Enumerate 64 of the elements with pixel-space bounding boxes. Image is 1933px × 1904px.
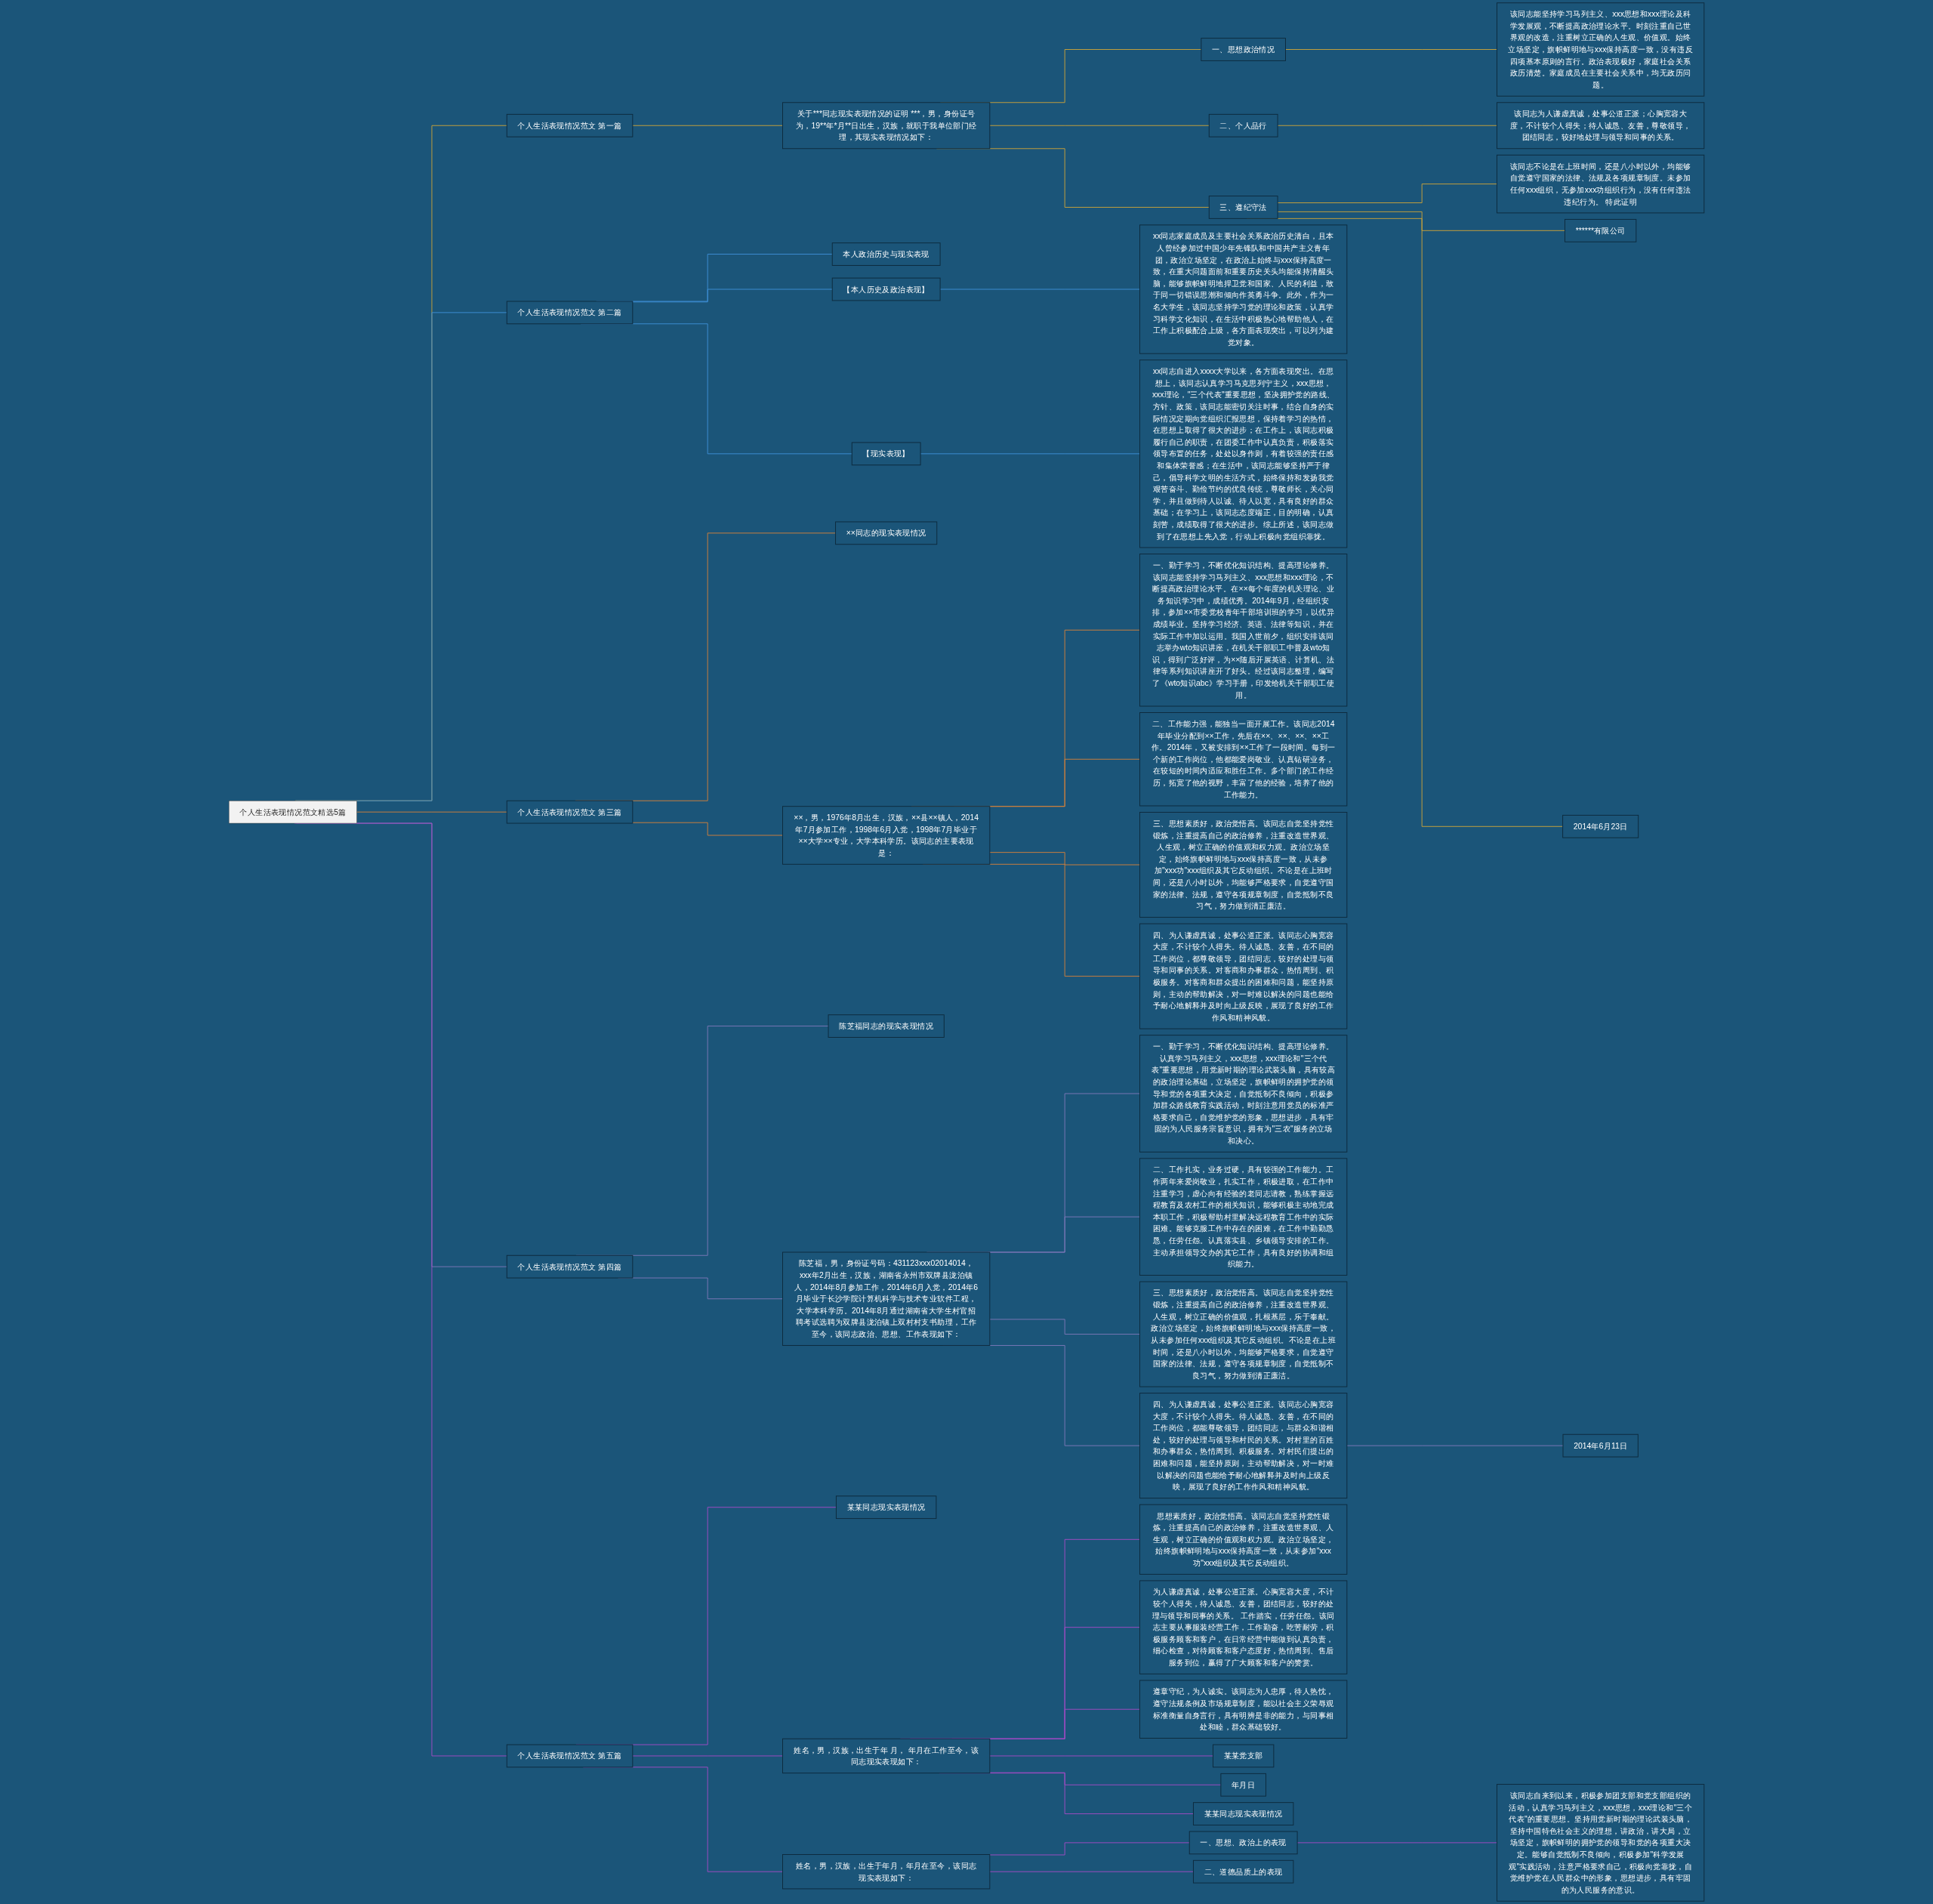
node-box: 二、个人品行 — [1208, 113, 1278, 137]
connector — [1285, 49, 1497, 50]
node-box: 陈芝福同志的现实表现情况 — [828, 1014, 945, 1038]
node-box: 2014年6月11日 — [1562, 1433, 1639, 1458]
connector — [1346, 1445, 1564, 1446]
node-box: 本人政治历史与现实表现 — [831, 242, 941, 266]
connector — [632, 822, 783, 836]
node-box: 三、思想素质好，政治觉悟高。该同志自觉坚持党性锻炼，注重提高自己的政治修养，注重改造世界观、人生观，树立正确的价值观和权力观。政治立场坚定，始终旗帜鲜明地与xxx保持高度一致，从未参加"xxx功"xxx组织及其它反动组织。不论是在上班时间，还是八小时以外，均能够严格要求，自觉遵守国家的法律、法规，遵守各项规章制度，自觉抵制不良习气，努力做到清正廉洁。 — [1139, 812, 1348, 918]
connector — [1296, 1842, 1497, 1844]
node-box: 为人谦虚真诚，处事公道正派。心胸宽容大度，不计较个人得失，待人诚恳、友善，团结同志，较好的处理与领导和同事的关系。 工作踏实，任劳任怨。该同志主要从事服装经营工作，工作勤奋，吃苦耐劳，积极服务顾客和客户，在日常经营中能做到认真负责，细心检查，对待顾客和客户态度好，热情周到、售后服务到位，赢得了广大顾客和客户的赞赏。 — [1139, 1580, 1348, 1674]
node-box: 个人生活表现情况范文 第四篇 — [506, 1254, 634, 1279]
node-box: ******有限公司 — [1565, 218, 1637, 242]
connector — [989, 1871, 1194, 1872]
node-box: 四、为人谦虚真诚，处事公道正派。该同志心胸宽容大度，不计较个人得失。待人诚恳、友善，在不同的工作岗位，都能尊敬领导，团结同志，与群众和谐相处，较好的处理与领导和村民的关系。对村里的百姓和办事群众，热情周到、积极服务。对村民们提出的困难和问题，能坚持原则，主动帮助解决，对一时难以解决的问题也能给予耐心地解释并及时向上级反映，展现了良好的工作作风和精神风貌。 — [1139, 1393, 1348, 1499]
node-box: 某某同志现实表现情况 — [1192, 1802, 1294, 1825]
connector — [920, 453, 1140, 455]
node-box: 思想素质好，政治觉悟高。该同志自觉坚持党性锻炼，注重提高自己的政治修养，注重改造世界观、人生观，树立正确的价值观和权力观。政治立场坚定，始终旗帜鲜明地与xxx保持高度一致，从未参加"xxx功"xxx组织及其它反动组织。 — [1139, 1504, 1348, 1575]
node-box: 姓名，男，汉族，出生于年 月， 年月在工作至今，该同志现实表现如下： — [782, 1738, 991, 1774]
connector — [632, 125, 783, 126]
connector — [1277, 125, 1497, 126]
node-box: 【本人历史及政治表现】 — [831, 277, 941, 301]
connector — [1277, 211, 1565, 231]
node-box: 个人生活表现情况范文精选5篇 — [228, 801, 357, 824]
node-box: 三、思想素质好，政治觉悟高。该同志自觉坚持党性锻炼，注重提高自己的政治修养，注重改造世界观、人生观，树立正确的价值观，扎根基层，乐于奉献。政治立场坚定，始终旗帜鲜明地与xxx保持高度一致，从未参加任何xxx组织及其它反动组织。不论是在上班时间，还是八小时以外，均能够严格要求，自觉遵守国家的法律、法规，遵守各项规章制度，自觉抵制不良习气，努力做到清正廉洁。 — [1139, 1281, 1348, 1387]
connector — [356, 811, 507, 813]
node-box: 该同志能坚持学习马列主义、xxx思想和xxx理论及科学发展观，不断提高政治理论水平。时刻注重自己世界观的改造，注重树立正确的人生观、价值观。始终立场坚定，旗帜鲜明地与xxx保持高度一致，没有违反四项基本原则的言行。政治表现极好，家庭社会关系政历清楚。家庭成员在主要社会关系中，均无政历问题。 — [1497, 2, 1705, 97]
node-box: 个人生活表现情况范文 第五篇 — [506, 1744, 634, 1768]
node-box: 二、工作扎实，业务过硬，具有较强的工作能力。工作两年来爱岗敬业，扎实工作，积极进取，在工作中注重学习，虚心向有经验的老同志请教，熟练掌握远程教育及农村工作的相关知识，能够积极主动地完成本职工作，积极帮助村里解决远程教育工作中的实际困难。能够克服工作中存在的困难，在工作中勤勤恳恳，任劳任怨。认真落实县、乡镇领导安排的工作。主动承担领导交办的其它工作，具有良好的协调和组织能力。 — [1139, 1158, 1348, 1276]
node-box: xx同志自进入xxxx大学以来，各方面表现突出。在思想上，该同志认真学习马克思列宁主义，xxx思想，xxx理论，"三个代表"重要思想，坚决拥护党的路线、方针、政策，该同志能密切关注时事，结合自身的实际情况定期向党组织汇报思想，保持着学习的热情，在思想上取得了很大的进步；在工作上，该同志积极履行自己的职责，在团委工作中认真负责，积极落实领导布置的任务，处处以身作则，有着较强的责任感和集体荣誉感；在生活中，该同志能够坚持严于律己，倡导科学文明的生活方式，始终保持和发扬我党艰苦奋斗、勤俭节约的优良传统，尊敬师长，关心同学，并且做到待人以诚、待人以宽，具有良好的群众基础；在学习上，该同志态度端正，目的明确，认真刻苦，成绩取得了很大的进步。综上所述，该同志做到了在思想上先入党，行动上积极向党组织靠拢。 — [1139, 360, 1348, 548]
node-box: 该同志自来到以来，积极参加团支部和党支部组织的活动，认真学习马列主义，xxx思想，xxx理论和"三个代表"的重要思想。坚持用党新时期的理论武装头脑，坚持中国特色社会主义的理想，讲政治，讲大局，立场坚定，旗帜鲜明的拥护党的领导和党的各项重大决定。能够自觉抵制不良倾向，积极参加"科学发展观"实践活动，注意严格要求自己，积极向党靠拢，自觉维护党在人民群众中的形象，思想进步，具有牢固的为人民服务的意识。 — [1497, 1784, 1705, 1902]
node-box: 某某党支部 — [1213, 1744, 1275, 1768]
connector — [989, 1842, 1190, 1856]
node-box: xx同志家庭成员及主要社会关系政治历史清白，且本人曾经参加过中国少年先锋队和中国共产主义青年团，政治立场坚定，在政治上始终与xxx保持高度一致，在重大问题面前和重要历史关头均能保持清醒头脑，能够旗帜鲜明地捍卫党和国家、人民的利益，敢于同一切错误思潮和倾向作英勇斗争。此外，作为一名大学生，该同志坚持学习党的理论和政策，认真学习科学文化知识，在生活中积极热心地帮助他人，在工作上积极配合上级，各方面表现突出，可以列为建党对象。 — [1139, 224, 1348, 354]
node-box: 二、道德品质上的表现 — [1192, 1859, 1294, 1884]
connector — [632, 289, 833, 303]
node-box: 二、工作能力强，能独当一面开展工作。该同志2014年毕业分配到××工作，先后在××、××、××、××工作。2014年，又被安排到××工作了一段时间。每到一个新的工作岗位，他都能爱岗敬业、认真钻研业务，在较短的时间内适应和胜任工作。多个部门的工作经历，拓宽了他的视野，丰富了他的经验，培养了他的工作能力。 — [1139, 712, 1348, 807]
node-box: 2014年6月23日 — [1562, 814, 1639, 838]
node-box: 个人生活表现情况范文 第一篇 — [506, 113, 634, 137]
node-box: 四、为人谦虚真诚，处事公道正派。该同志心胸宽容大度，不计较个人得失。待人诚恳、友善，在不同的工作岗位，都尊敬领导，团结同志，较好的处理与领导和同事的关系。对客商和办事群众，热情周到、积极服务。对客商和群众提出的困难和问题，能坚持原则，主动的帮助解决，对一时难以解决的问题也能给予耐心地解释并及时向上级反映，展现了良好的工作作风和精神风貌。 — [1139, 923, 1348, 1029]
node-box: 关于***同志现实表现情况的证明 ***，男，身份证号为，19**年*月**日出生，汉族，就职于我单位部门经理，其现实表现情况如下： — [782, 102, 991, 150]
node-box: 个人生活表现情况范文 第三篇 — [506, 800, 634, 824]
connector — [989, 125, 1210, 126]
node-box: 一、思想政治情况 — [1201, 38, 1286, 61]
node-box: 某某同志现实表现情况 — [835, 1495, 937, 1520]
node-box: ××，男，1976年8月出生，汉族，××县××镇人，2014年7月参加工作，1998年6月入党，1998年7月毕业于××大学××专业，大学本科学历。该同志的主要表现是： — [782, 806, 991, 865]
connector — [632, 1755, 783, 1757]
connector — [989, 1755, 1213, 1757]
node-box: 陈芝福，男，身份证号码：431123xxx02014014，xxx年2月出生，汉族，湖南省永州市双牌县泷泊镇人，2014年8月参加工作，2014年6月入党，2014年6月毕业于长沙学院计算机科学与技术专业软件工程，大学本科学历。2014年8月通过湖南省大学生村官招聘考试选聘为双牌县泷泊镇上双村村支书助理，工作至今，该同志政治、思想、工作表现如下： — [782, 1251, 991, 1346]
node-box: 年月日 — [1220, 1773, 1266, 1797]
connector — [939, 289, 1140, 290]
node-box: 姓名，男，汉族，出生于年月，年月在至今，该同志现实表现如下： — [782, 1854, 991, 1890]
node-box: 一、勤于学习，不断优化知识结构、提高理论修养。认真学习马列主义，xxx思想，xxx理论和"三个代表"重要思想，用党新时期的理论武装头脑，具有较高的政治理论基础，立场坚定，旗帜鲜明的拥护党的领导和党的各项重大决定，自觉抵制不良倾向，积极参加群众路线教育实践活动，时刻注意用党员的标准严格要求自己，自觉维护党的形象，思想进步，具有牢固的为人民服务宗旨意识，拥有为"三农"服务的立场和决心。 — [1139, 1035, 1348, 1153]
node-box: 一、思想、政治上的表现 — [1188, 1831, 1298, 1855]
connector — [989, 852, 1140, 866]
node-box: 【现实表现】 — [851, 442, 921, 466]
node-box: 一、勤于学习，不断优化知识结构、提高理论修养。该同志能坚持学习马列主义、xxx思想和xxx理论，不断提高政治理论水平。在××每个年度的机关理论、业务知识学习中，成绩优秀。2014年9月，经组织安排，参加××市委党校青年干部培训班的学习，以优异成绩毕业。坚持学习经济、英语、法律等知识，并在实际工作中加以运用。我国入世前夕，组织安排该同志举办wto知识讲座，在机关干部职工中普及wto知识，得到广泛好评，为××随后开展英语、计算机、法律等系列知识讲座开了好头。经过该同志整理，编写了《wto知识abc》学习手册，印发给机关干部职工使用。 — [1139, 554, 1348, 707]
node-box: 三、遵纪守法 — [1208, 196, 1278, 219]
node-box: 该同志不论是在上班时间，还是八小时以外，均能够自觉遵守国家的法律、法规及各项规章制度。未参加任何xxx组织，无参加xxx功组织行为，没有任何违法违纪行为。 特此证明 — [1497, 154, 1705, 214]
node-box: 个人生活表现情况范文 第二篇 — [506, 301, 634, 325]
connector — [1277, 184, 1497, 203]
node-box: 遵章守纪，为人诚实。该同志为人忠厚，待人热忱，遵守法规条例及市场规章制度，能以社会主义荣辱观标准衡量自身言行，具有明辨是非的能力，与同事相处和睦，群众基础较好。 — [1139, 1680, 1348, 1739]
node-box: 该同志为人谦虚真诚，处事公道正派；心胸宽容大度，不计较个人得失；待人诚恳、友善，尊敬领导，团结同志，较好地处理与领导和同事的关系。 — [1497, 102, 1705, 150]
connector — [989, 1319, 1140, 1335]
node-box: ××同志的现实表现情况 — [835, 521, 938, 545]
